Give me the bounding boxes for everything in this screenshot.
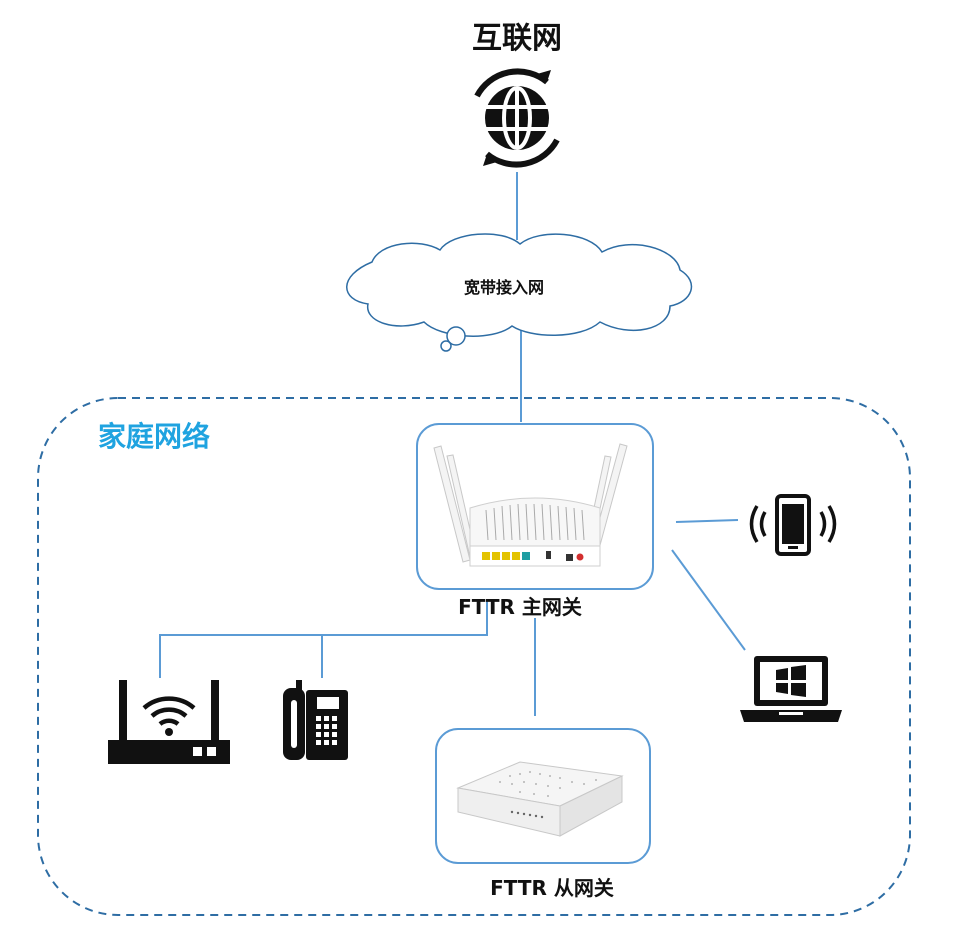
cloud-icon (346, 233, 693, 352)
main-gateway-label: FTTR 主网关 (458, 595, 582, 619)
link-gateway-phone (675, 519, 739, 523)
windows-laptop-icon (740, 656, 842, 722)
home-network-label: 家庭网络 (98, 420, 210, 453)
sub-gateway-device (456, 761, 624, 837)
wifi-router-icon (108, 680, 230, 764)
link-gateway-router (159, 600, 488, 678)
smartphone-wireless-icon (749, 494, 837, 556)
home-network-boundary (37, 397, 911, 916)
link-gateway-laptop (671, 549, 746, 651)
internet-label: 互联网 (472, 21, 562, 56)
main-gateway-device (433, 443, 628, 567)
globe-sync-icon (474, 68, 560, 168)
sub-gateway-label: FTTR 从网关 (490, 876, 614, 900)
desk-telephone-icon (283, 680, 348, 760)
connection-lines (159, 172, 746, 716)
access-network-label: 宽带接入网 (464, 278, 544, 297)
